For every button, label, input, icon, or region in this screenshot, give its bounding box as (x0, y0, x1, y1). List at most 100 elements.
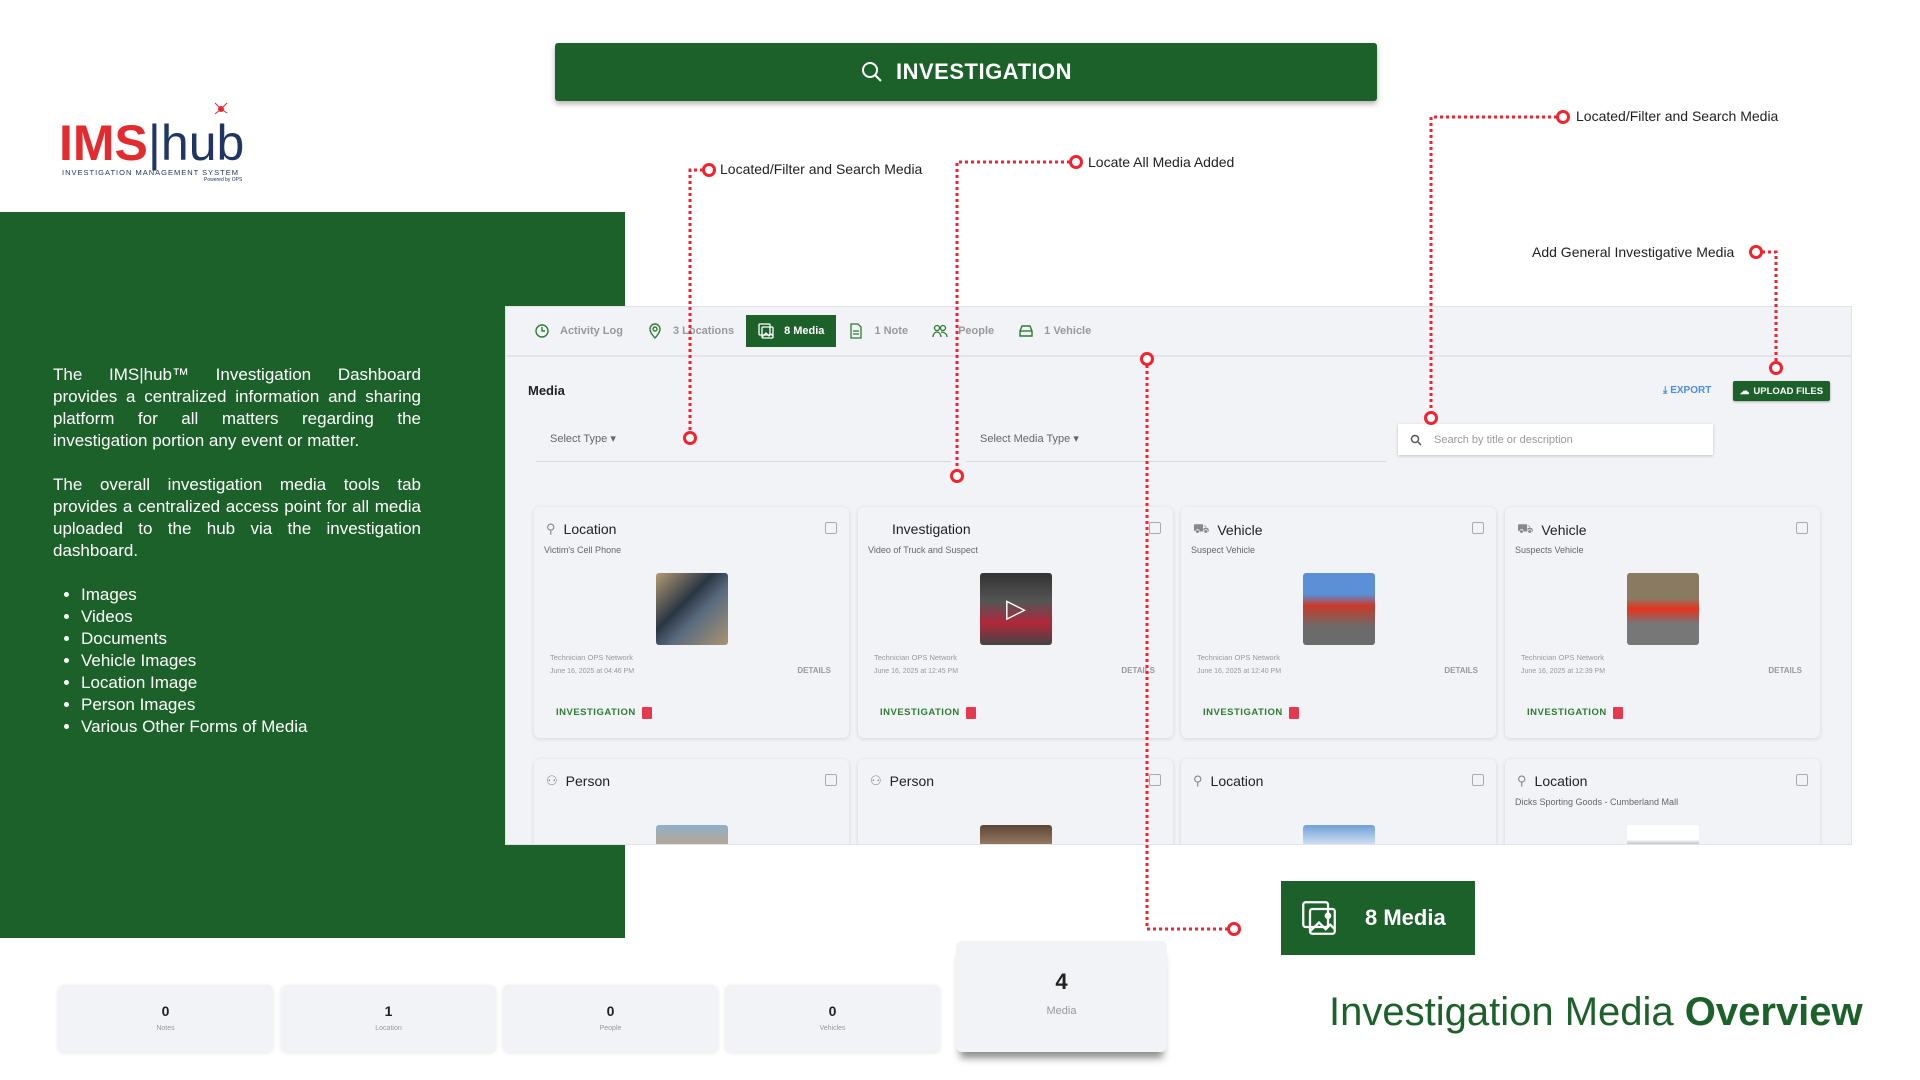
media-card[interactable]: ⚇Person (858, 759, 1173, 844)
logo-powered: Powered by OPS (204, 177, 243, 183)
media-card[interactable]: ⚇Person (534, 759, 849, 844)
images-icon (1302, 901, 1336, 935)
description-p1: The IMS|hub™ Investigation Dashboard pro… (53, 365, 421, 450)
person-icon: ⚇ (546, 773, 558, 788)
image-type-icon (1472, 522, 1484, 534)
stat-label: Location (375, 1025, 402, 1032)
logo-hub: hub (160, 115, 245, 171)
investigation-tag[interactable]: INVESTIGATION (1527, 707, 1607, 718)
list-item: Various Other Forms of Media (81, 716, 421, 738)
tab-label: 1 Vehicle (1044, 325, 1092, 337)
callout-locate-media: Locate All Media Added (1088, 154, 1235, 170)
select-type-label: Select Type ▾ (550, 433, 616, 445)
tab-bar: Activity Log 3 Locations 8 Media 1 Note … (506, 307, 1851, 357)
card-subtitle: Victim's Cell Phone (544, 545, 622, 555)
card-header: ⚲Location (546, 521, 616, 537)
callout-add-media: Add General Investigative Media (1532, 244, 1735, 260)
search-input[interactable]: Search by title or description (1398, 424, 1713, 455)
details-button[interactable]: DETAILS (797, 666, 831, 675)
tab-label: 1 Note (874, 325, 909, 337)
card-uploader: Technician OPS Network (1197, 653, 1280, 662)
person-icon: ⚇ (870, 773, 882, 788)
media-card[interactable]: ⚲Location (1181, 759, 1496, 844)
details-button[interactable]: DETAILS (1768, 666, 1802, 675)
pin-icon: ⚲ (546, 521, 556, 536)
search-icon (862, 62, 882, 82)
card-header: ⚲Location (1517, 773, 1587, 789)
trash-icon[interactable] (642, 707, 652, 719)
media-thumbnail[interactable] (980, 825, 1052, 844)
export-label: EXPORT (1670, 385, 1712, 396)
card-subtitle: Video of Truck and Suspect (868, 545, 978, 555)
select-media-type-dropdown[interactable]: Select Media Type ▾ (966, 432, 1386, 462)
trash-icon[interactable] (966, 707, 976, 719)
tab-vehicles[interactable]: 1 Vehicle (1006, 315, 1103, 347)
logo-subtitle: INVESTIGATION MANAGEMENT SYSTEM (62, 168, 239, 177)
stat-label: Vehicles (819, 1025, 846, 1032)
card-header: ⚲Location (1193, 773, 1263, 789)
overview-title-light: Investigation Media (1329, 990, 1685, 1034)
tab-label: 3 Locations (672, 325, 735, 337)
imshub-logo: IMS|hub INVESTIGATION MANAGEMENT SYSTEM … (59, 100, 259, 184)
list-item: Location Image (81, 672, 421, 694)
card-date: June 16, 2025 at 04:46 PM (550, 668, 635, 675)
image-type-icon (1796, 522, 1808, 534)
tab-media[interactable]: 8 Media (746, 315, 837, 347)
select-type-dropdown[interactable]: Select Type ▾ (536, 432, 951, 462)
card-date: June 16, 2025 at 12:45 PM (874, 668, 959, 675)
media-thumbnail[interactable] (656, 573, 728, 645)
tab-label: Activity Log (560, 325, 623, 337)
tab-activity-log[interactable]: Activity Log (522, 315, 635, 347)
media-thumbnail[interactable] (1627, 825, 1699, 844)
export-button[interactable]: ⤓ EXPORT (1663, 385, 1712, 396)
stat-value: 0 (161, 1003, 170, 1019)
media-thumbnail[interactable] (1303, 573, 1375, 645)
images-icon (758, 323, 774, 339)
tab-people[interactable]: People (920, 315, 1006, 347)
search-placeholder: Search by title or description (1434, 433, 1573, 446)
stat-value: 0 (828, 1003, 837, 1019)
investigation-tag[interactable]: INVESTIGATION (556, 707, 636, 718)
logo-ims: IMS (59, 115, 148, 171)
details-button[interactable]: DETAILS (1444, 666, 1478, 675)
cloud-upload-icon: ☁ (1739, 385, 1750, 397)
card-header: ⚇Person (870, 773, 934, 789)
card-type: Location (1210, 773, 1264, 789)
search-icon (1410, 434, 1422, 446)
media-thumbnail[interactable] (656, 825, 728, 844)
media-thumbnail[interactable] (1303, 825, 1375, 844)
trash-icon[interactable] (1289, 707, 1299, 719)
list-item: Videos (81, 606, 421, 628)
tab-locations[interactable]: 3 Locations (635, 315, 746, 347)
tab-label: People (958, 325, 995, 337)
details-button[interactable]: DETAILS (1121, 666, 1155, 675)
image-type-icon (825, 774, 837, 786)
media-thumbnail[interactable]: ▷ (980, 573, 1052, 645)
investigation-tag[interactable]: INVESTIGATION (1203, 707, 1283, 718)
card-uploader: Technician OPS Network (874, 653, 957, 662)
upload-label: UPLOAD FILES (1753, 385, 1824, 397)
media-thumbnail[interactable] (1627, 573, 1699, 645)
badge-label: 8 Media (1365, 905, 1446, 930)
tab-notes[interactable]: 1 Note (836, 315, 920, 347)
card-header: ⛟ Vehicle (1517, 521, 1587, 539)
list-item: Documents (81, 628, 421, 650)
upload-files-button[interactable]: ☁UPLOAD FILES (1733, 381, 1830, 401)
image-type-icon (1796, 774, 1808, 786)
card-type: Vehicle (1541, 522, 1587, 538)
trash-icon[interactable] (1613, 707, 1623, 719)
media-app-panel: Activity Log 3 Locations 8 Media 1 Note … (505, 306, 1852, 845)
people-icon (932, 324, 948, 338)
image-type-icon (825, 522, 837, 534)
car-icon: ⛟ (1517, 521, 1534, 536)
investigation-tag[interactable]: INVESTIGATION (880, 707, 960, 718)
list-item: Person Images (81, 694, 421, 716)
